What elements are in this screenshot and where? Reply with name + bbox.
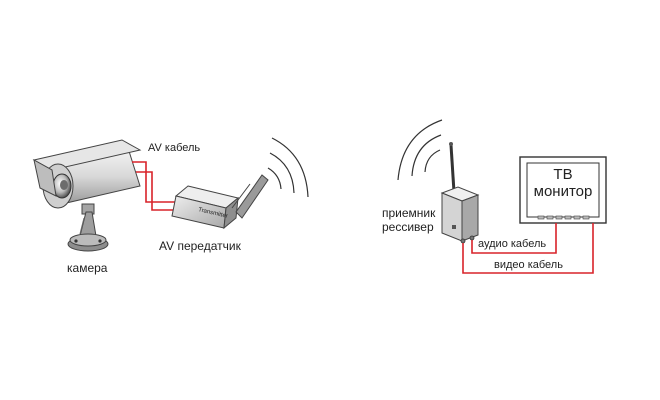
receiver-icon — [397, 119, 480, 244]
av-cable — [132, 161, 182, 211]
transmitter-icon — [171, 137, 309, 230]
video-cable — [462, 223, 594, 274]
tv-label-line2: монитор — [533, 183, 593, 200]
receiver-label-line1: приемник — [382, 206, 436, 220]
camera-label: камера — [67, 261, 108, 275]
tv-label-line1: ТВ — [553, 166, 573, 183]
receiver-label-line2: рессивер — [382, 220, 434, 234]
audio-cable-label: аудио кабель — [478, 238, 547, 250]
audio-cable — [471, 223, 557, 254]
tv-monitor-icon — [519, 156, 607, 224]
video-cable-label: видео кабель — [494, 259, 563, 271]
transmitter-label: AV передатчик — [159, 239, 241, 253]
av-cable-label: AV кабель — [148, 142, 201, 154]
camera-icon — [32, 139, 142, 252]
